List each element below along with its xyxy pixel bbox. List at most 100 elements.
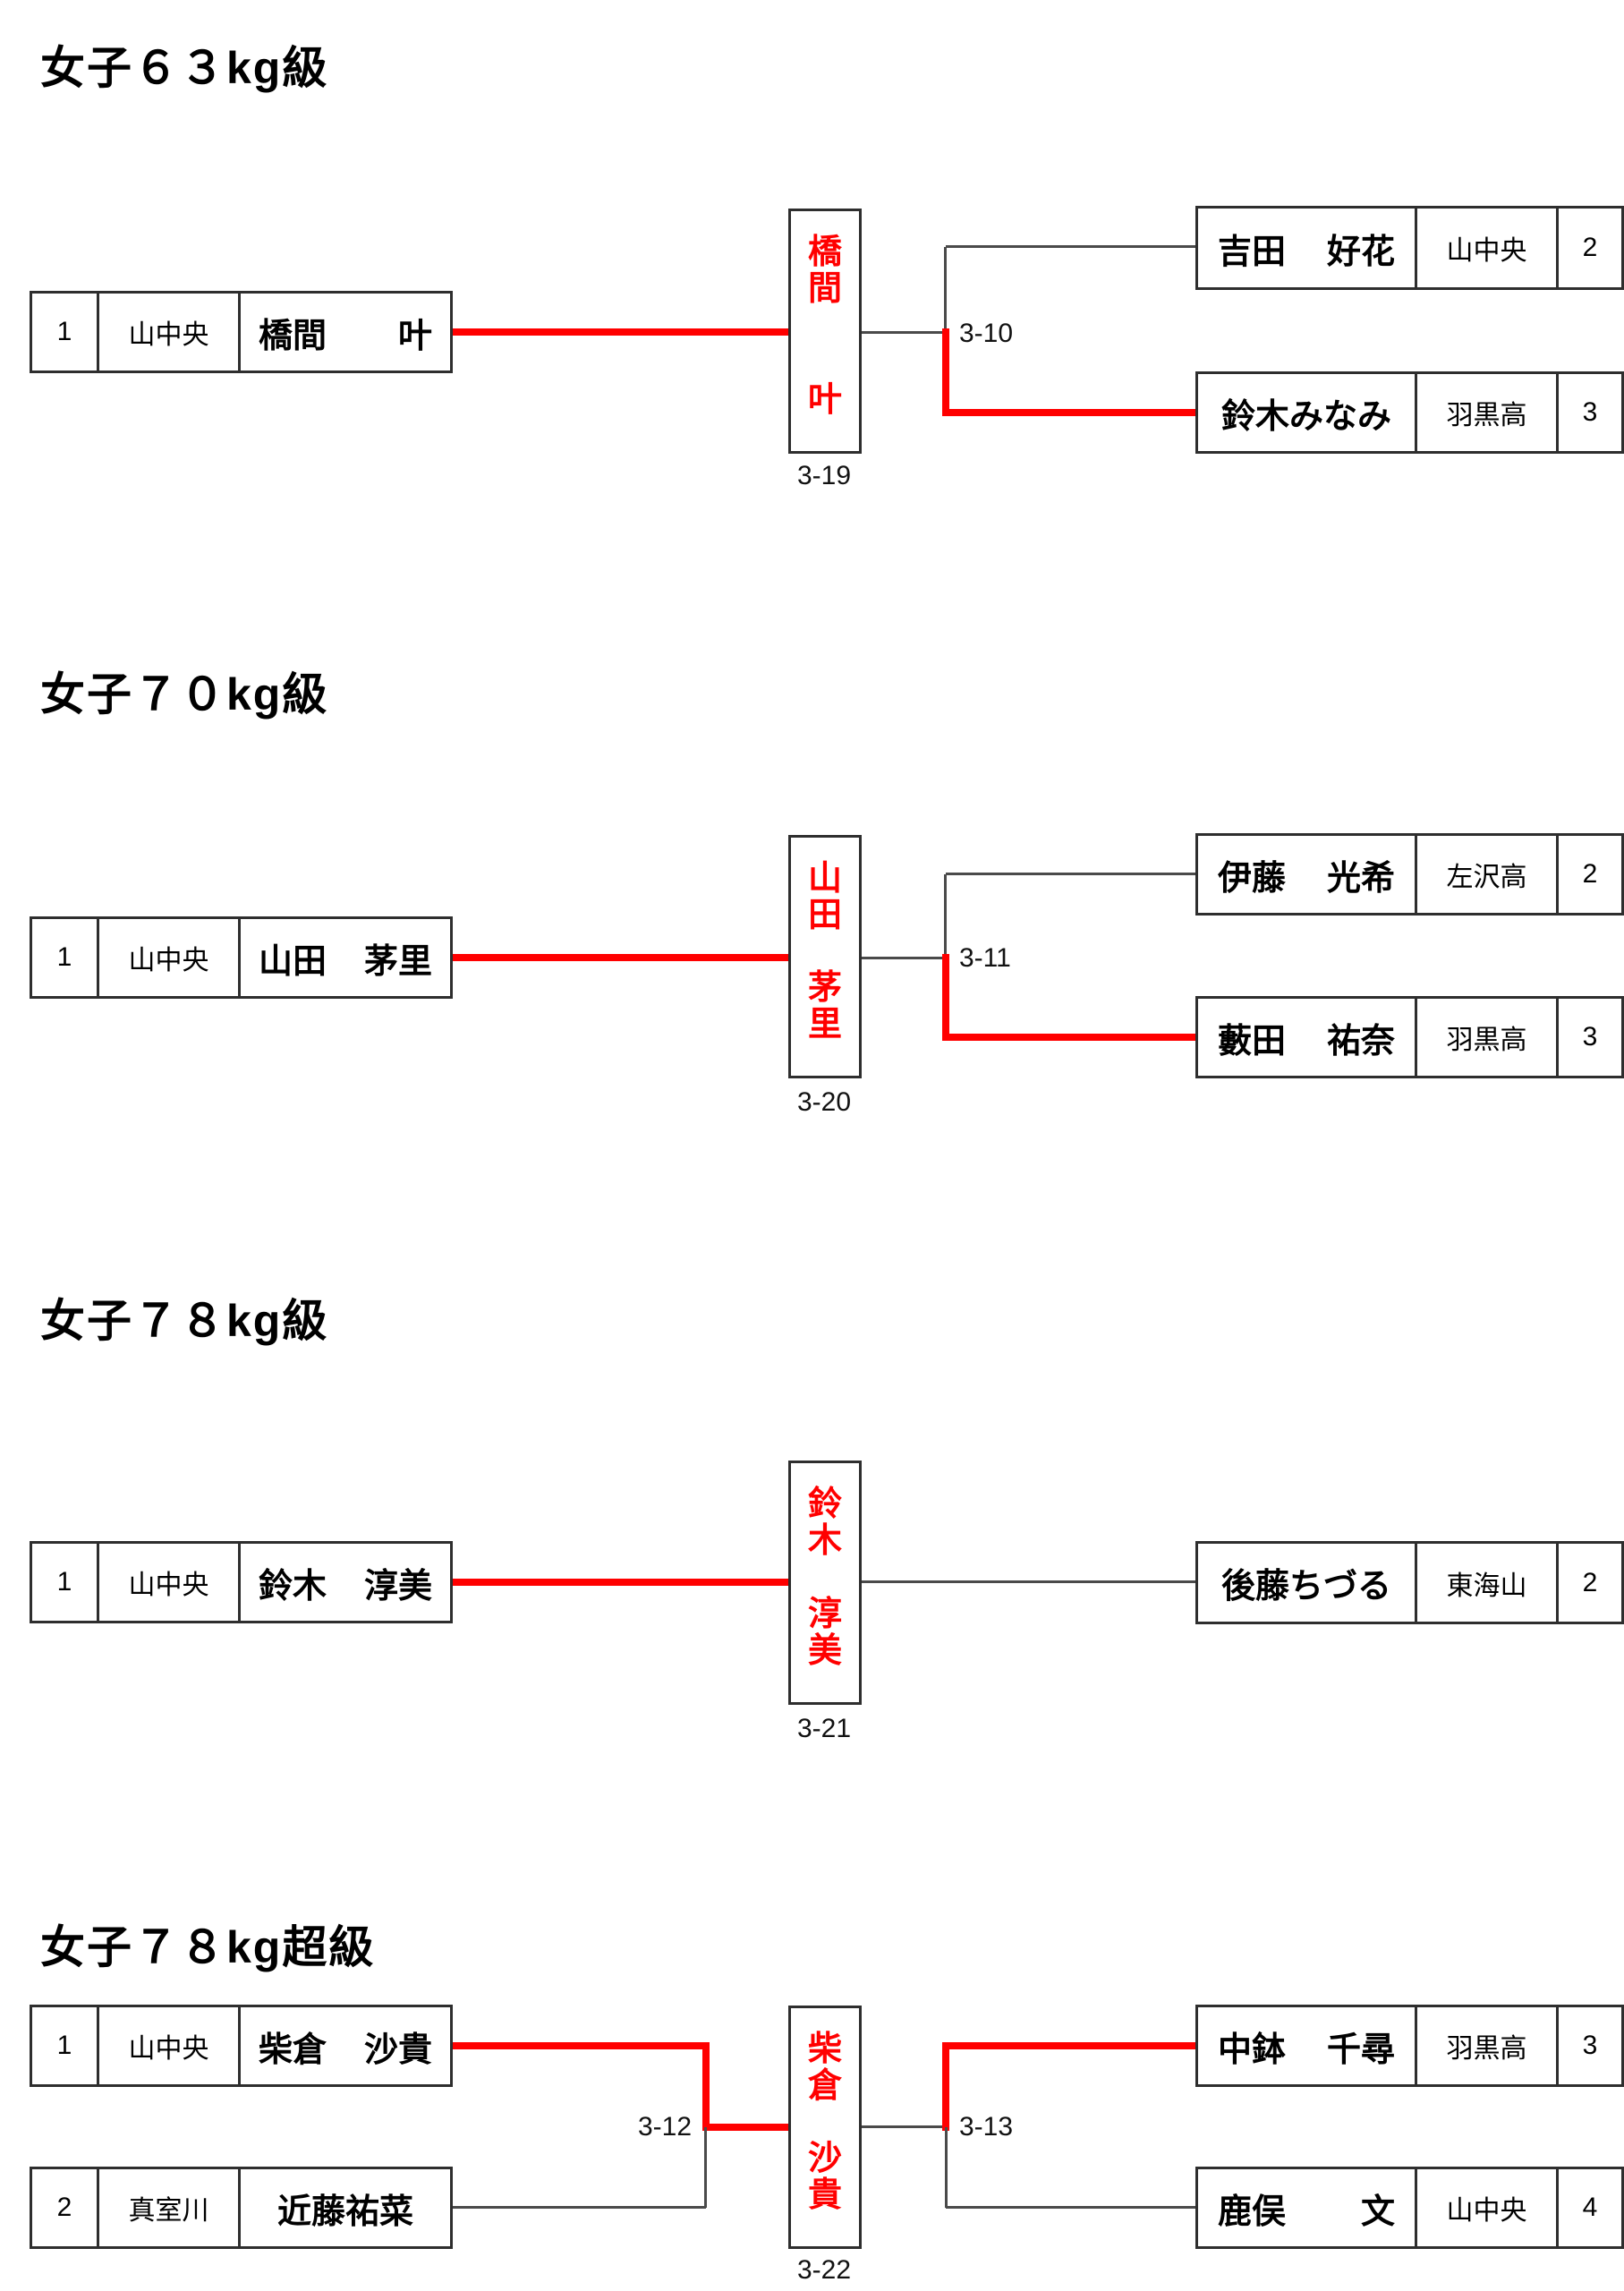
- family-name: 橋間: [259, 317, 327, 355]
- name-cell: 伊藤 光希: [1198, 836, 1415, 913]
- winner-line: [453, 954, 788, 961]
- winner-line: [453, 2042, 710, 2049]
- section-title: 女子７８kg超級: [40, 1922, 376, 1972]
- full-name: 近藤祐菜: [276, 2193, 413, 2231]
- club-cell: 東海山: [1415, 1544, 1556, 1622]
- seed-cell: 3: [1556, 374, 1621, 451]
- entrant-box: 2 真室川 近藤祐菜: [30, 2167, 453, 2249]
- bracket-line: [944, 247, 947, 332]
- club-cell: 山中央: [1415, 2169, 1556, 2246]
- family-name: 藪田: [1218, 1022, 1287, 1060]
- family-name: 伊藤: [1218, 859, 1287, 898]
- winner-given-name: 叶: [807, 380, 842, 419]
- name-cell: 橋間 叶: [238, 294, 450, 370]
- name-cell: 藪田 祐奈: [1198, 999, 1415, 1076]
- match-label: 3-12: [637, 2112, 692, 2142]
- name-cell: 近藤祐菜: [238, 2169, 450, 2246]
- bracket-line: [862, 1580, 1195, 1583]
- family-name: 吉田: [1218, 233, 1287, 271]
- entrant-box: 1 山中央 鈴木 淳美: [30, 1541, 453, 1623]
- seed-cell: 1: [56, 1567, 72, 1597]
- seed-cell: 3: [1556, 999, 1621, 1076]
- winner-line: [946, 2042, 1195, 2049]
- winner-family-name: 鈴木: [807, 1486, 842, 1561]
- club-cell: 山中央: [97, 294, 238, 370]
- club-cell: 真室川: [97, 2169, 238, 2246]
- entrant-box: 1 山中央 山田 茅里: [30, 916, 453, 999]
- bracket-line: [944, 874, 947, 958]
- name-cell: 柴倉 沙貴: [238, 2007, 450, 2084]
- match-label: 3-11: [959, 943, 1011, 973]
- seed-cell: 3: [1556, 2007, 1621, 2084]
- seed-cell: 1: [56, 317, 72, 346]
- name-cell: 鹿俣 文: [1198, 2169, 1415, 2246]
- winner-line: [453, 328, 788, 336]
- club-cell: 羽黒高: [1415, 999, 1556, 1076]
- winner-line: [942, 328, 949, 416]
- entrant-box: 1 山中央 橋間 叶: [30, 291, 453, 373]
- entrant-box: 1 山中央 柴倉 沙貴: [30, 2005, 453, 2087]
- club-cell: 山中央: [97, 2007, 238, 2084]
- seed-cell: 1: [56, 942, 72, 972]
- seed-cell: 2: [56, 2193, 72, 2222]
- winner-line: [942, 954, 949, 1041]
- club-cell: 羽黒高: [1415, 2007, 1556, 2084]
- winner-line: [946, 1034, 1195, 1041]
- name-cell: 中鉢 千尋: [1198, 2007, 1415, 2084]
- section-title: 女子６３kg級: [40, 43, 329, 93]
- seed-cell: 2: [1556, 209, 1621, 287]
- given-name: 光希: [1326, 859, 1395, 898]
- winner-box: 山田 茅里: [788, 835, 862, 1078]
- name-cell: 鈴木みなみ: [1198, 374, 1415, 451]
- seed-cell: 1: [56, 2031, 72, 2060]
- entrant-box: 伊藤 光希 左沢高 2: [1195, 833, 1624, 916]
- winner-line: [702, 2042, 710, 2131]
- bracket-line: [945, 2127, 948, 2208]
- given-name: 沙貴: [363, 2031, 432, 2069]
- entrant-box: 鹿俣 文 山中央 4: [1195, 2167, 1624, 2249]
- given-name: 好花: [1326, 233, 1395, 271]
- full-name: 後藤ちづる: [1220, 1568, 1391, 1605]
- club-cell: 山中央: [1415, 209, 1556, 287]
- final-match-label: 3-22: [797, 2255, 852, 2285]
- winner-family-name: 山田: [807, 860, 842, 935]
- name-cell: 山田 茅里: [238, 919, 450, 996]
- family-name: 中鉢: [1218, 2031, 1287, 2069]
- bracket-line: [946, 245, 1195, 248]
- club-cell: 羽黒高: [1415, 374, 1556, 451]
- entrant-box: 中鉢 千尋 羽黒高 3: [1195, 2005, 1624, 2087]
- entrant-box: 吉田 好花 山中央 2: [1195, 206, 1624, 290]
- given-name: 茅里: [363, 942, 432, 981]
- winner-line: [453, 1579, 788, 1586]
- winner-given-name: 淳美: [807, 1595, 842, 1670]
- winner-family-name: 柴倉: [807, 2031, 842, 2106]
- match-label: 3-10: [959, 319, 1014, 348]
- club-cell: 山中央: [97, 919, 238, 996]
- winner-box: 柴倉 沙貴: [788, 2006, 862, 2249]
- family-name: 柴倉: [259, 2031, 327, 2069]
- family-name: 山田: [259, 942, 327, 981]
- bracket-line: [862, 957, 946, 959]
- name-cell: 後藤ちづる: [1198, 1544, 1415, 1622]
- section-title: 女子７８kg級: [40, 1296, 329, 1346]
- winner-line: [706, 2124, 788, 2131]
- family-name: 鈴木: [259, 1567, 327, 1605]
- entrant-box: 後藤ちづる 東海山 2: [1195, 1541, 1624, 1624]
- winner-line: [946, 409, 1195, 416]
- entrant-box: 鈴木みなみ 羽黒高 3: [1195, 371, 1624, 454]
- winner-box: 橋間 叶: [788, 209, 862, 454]
- bracket-line: [862, 2125, 946, 2128]
- winner-family-name: 橋間: [807, 234, 842, 309]
- given-name: 文: [1360, 2193, 1395, 2231]
- seed-cell: 4: [1556, 2169, 1621, 2246]
- given-name: 千尋: [1326, 2031, 1395, 2069]
- section-title: 女子７０kg級: [40, 669, 329, 720]
- full-name: 鈴木みなみ: [1220, 397, 1391, 436]
- final-match-label: 3-21: [797, 1714, 852, 1743]
- match-label: 3-13: [959, 2112, 1014, 2142]
- winner-given-name: 茅里: [807, 968, 842, 1043]
- club-cell: 山中央: [97, 1544, 238, 1621]
- winner-given-name: 沙貴: [807, 2139, 842, 2214]
- given-name: 淳美: [363, 1567, 432, 1605]
